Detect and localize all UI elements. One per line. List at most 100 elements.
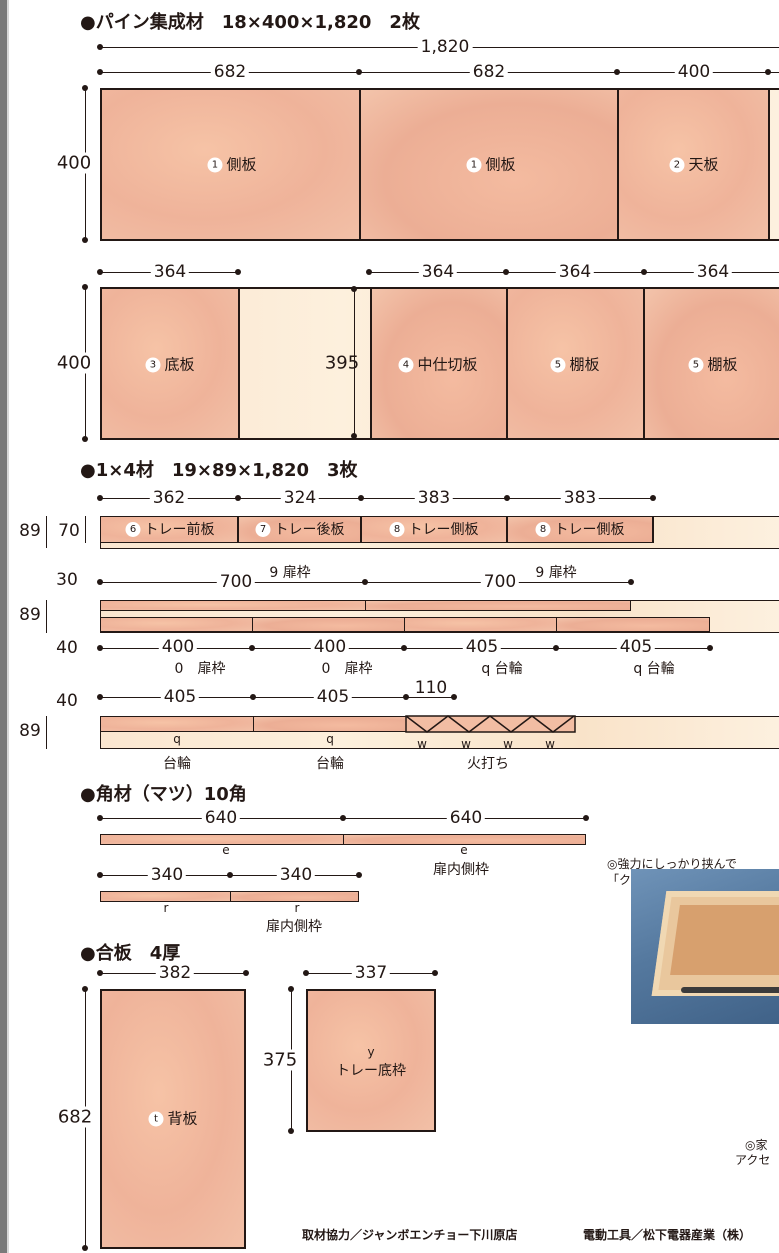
dim-1x4-c: 383: [414, 488, 454, 508]
dim-tick: [249, 645, 255, 651]
photo-caption-line-1: ◎強力にしっかり挟んで: [607, 857, 737, 871]
dim-1x4-row3-a: 405: [160, 687, 200, 707]
dim-row2-a: 364: [150, 262, 190, 282]
dim-1x4-row2-b: 700: [480, 572, 520, 592]
dim-1x4-b: 324: [280, 488, 320, 508]
piece-shelf: [645, 289, 779, 438]
piece-door-frame-b: [100, 617, 253, 632]
dim-vline-89c: [46, 716, 47, 749]
clamp-photo: [631, 869, 779, 1024]
section-header-square: ●角材（マツ）10角: [80, 784, 247, 805]
dim-tick: [97, 579, 103, 585]
dim-tick: [451, 694, 457, 700]
bottom-caption-line-2: アクセ: [735, 1153, 771, 1167]
piece-base: [404, 617, 557, 632]
dim-tick: [356, 872, 362, 878]
dim-tick: [503, 269, 509, 275]
dim-tick: [235, 269, 241, 275]
dim-tick: [97, 44, 103, 50]
part-number-fire-1: w: [417, 737, 427, 751]
dim-tick: [401, 645, 407, 651]
part-name: 天板: [688, 155, 719, 174]
dim-tick: [250, 694, 256, 700]
part-name: トレー側板: [554, 522, 625, 538]
piece-side-panel: [361, 90, 619, 239]
piece-shelf: [508, 289, 645, 438]
dim-tick: [504, 495, 510, 501]
part-number: q: [481, 661, 491, 677]
dim-1x4-bottom-d: 405: [616, 637, 656, 657]
part-number: t: [148, 1111, 164, 1127]
dim-tick: [641, 269, 647, 275]
dim-tick: [403, 694, 409, 700]
piece-center-divider: [370, 289, 508, 438]
dim-tick: [362, 579, 368, 585]
dim-tick: [82, 237, 88, 243]
dim-row2-b: 364: [418, 262, 458, 282]
dim-vline-89: [46, 516, 47, 548]
bottom-caption: ◎家 アクセ: [735, 1138, 770, 1168]
dim-vline-395: [354, 288, 355, 437]
dim-tick: [614, 69, 620, 75]
piece-base-b: [100, 716, 254, 732]
label-tray-bottom: トレー底枠: [336, 1063, 406, 1079]
dim-tray-width: 337: [351, 963, 391, 983]
section-header-plywood: ●合板 4厚: [80, 943, 181, 964]
piece-base-b: [253, 716, 407, 732]
dim-tick: [583, 815, 589, 821]
pine-board-1: [100, 88, 779, 241]
dim-line-1x4-row1: [100, 498, 653, 499]
dim-line-110: [407, 697, 454, 698]
piece-top-panel: [619, 90, 770, 239]
dim-tick: [97, 269, 103, 275]
dim-tick: [765, 69, 771, 75]
dim-1x4-row2-a: 700: [216, 572, 256, 592]
dim-tick: [358, 495, 364, 501]
dim-tick: [553, 645, 559, 651]
piece-tray-side: [362, 517, 508, 543]
dim-tick: [97, 872, 103, 878]
dim-tick: [97, 69, 103, 75]
dim-1x4-row3-width: 89: [19, 721, 41, 741]
part-number: 5: [550, 357, 566, 373]
dim-1x4-row3-b: 405: [313, 687, 353, 707]
dim-square-a: 640: [201, 808, 241, 828]
part-name: 扉枠: [282, 565, 311, 581]
part-name: 扉枠: [344, 661, 373, 677]
dim-tick: [707, 645, 713, 651]
dim-row1-height: 400: [53, 152, 95, 174]
dim-vline-89b: [46, 600, 47, 633]
fire-brace-cuts: [405, 715, 576, 733]
dim-total-1820: 1,820: [417, 37, 473, 57]
dim-1x4-a: 362: [149, 488, 189, 508]
part-number: q: [633, 661, 643, 677]
part-name: 棚板: [707, 355, 738, 374]
pine-board-2: [100, 287, 779, 440]
photo-clamp: [681, 987, 779, 993]
dim-tick: [366, 269, 372, 275]
label-door-frame-4: 0 扉枠: [322, 658, 373, 678]
bottom-caption-line-1: ◎家: [745, 1138, 768, 1152]
label-base-4: 台輪: [316, 756, 344, 772]
part-name: トレー前板: [144, 522, 215, 538]
dim-1x4-bottom-a: 400: [158, 637, 198, 657]
part-number: 1: [466, 157, 482, 173]
label-inner-frame-2: 扉内側枠: [266, 919, 322, 935]
part-name: 棚板: [569, 355, 600, 374]
dim-tick: [432, 970, 438, 976]
dim-back-height: 682: [54, 1106, 96, 1128]
dim-square-d: 340: [276, 865, 316, 885]
credit-cooperation: 取材協力／ジャンボエンチョー下川原店: [302, 1228, 518, 1242]
part-number-fire-4: w: [545, 737, 555, 751]
dim-tick: [303, 970, 309, 976]
piece-base: [556, 617, 710, 632]
part-name: 背板: [167, 1109, 198, 1128]
